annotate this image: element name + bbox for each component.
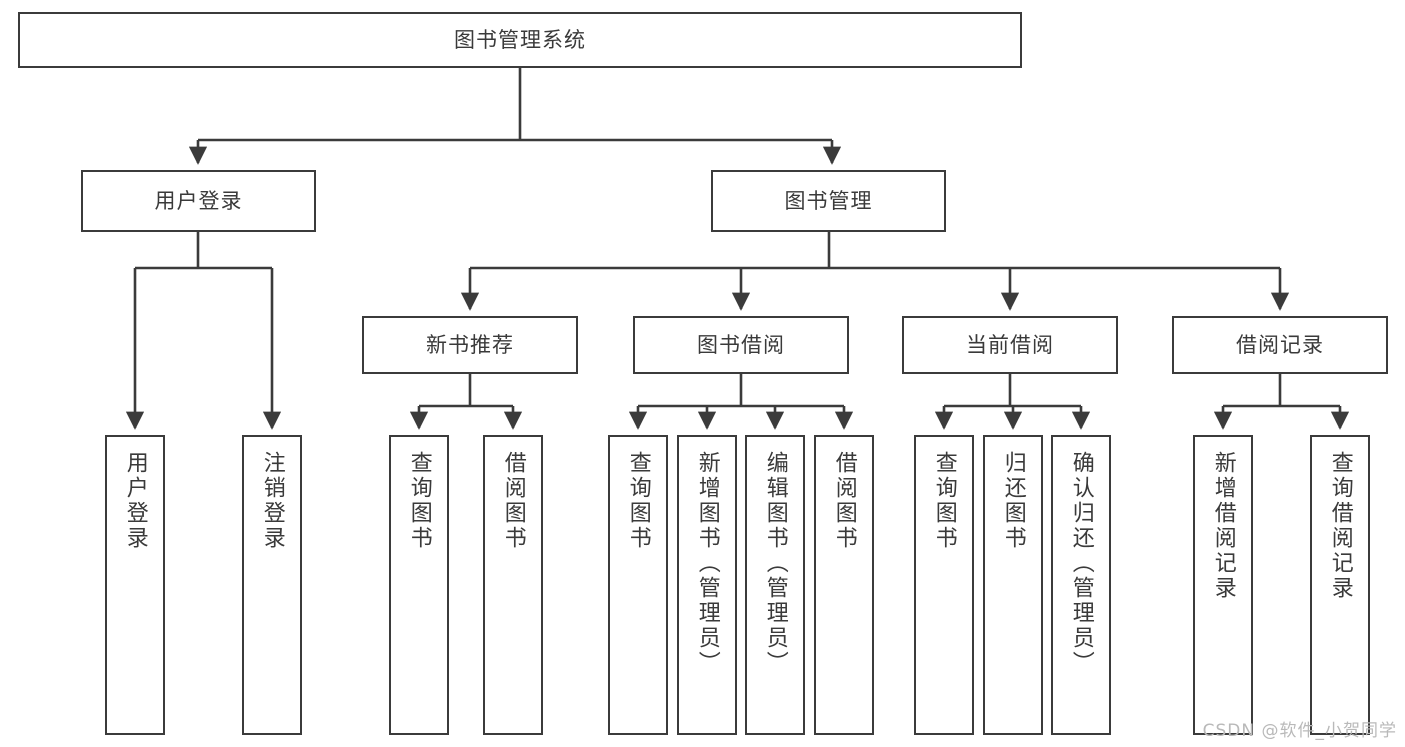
node-leaf-logout[interactable]: 注销登录: [242, 435, 302, 735]
node-leaf-logout-label: 注销登录: [259, 451, 285, 551]
node-leaf-return-book[interactable]: 归还图书: [983, 435, 1043, 735]
node-leaf-edit-book[interactable]: 编辑图书（管理员）: [745, 435, 805, 735]
node-leaf-add-record-label: 新增借阅记录: [1210, 451, 1236, 601]
node-current-borrow-label: 当前借阅: [966, 332, 1054, 357]
node-leaf-add-record[interactable]: 新增借阅记录: [1193, 435, 1253, 735]
node-leaf-borrow-book-1[interactable]: 借阅图书: [483, 435, 543, 735]
node-root[interactable]: 图书管理系统: [18, 12, 1022, 68]
node-book-borrow-label: 图书借阅: [697, 332, 785, 357]
node-leaf-borrow-book-1-label: 借阅图书: [500, 451, 526, 551]
node-leaf-query-record-label: 查询借阅记录: [1327, 451, 1353, 601]
node-root-label: 图书管理系统: [454, 27, 586, 52]
node-leaf-query-book-1[interactable]: 查询图书: [389, 435, 449, 735]
node-leaf-query-book-2[interactable]: 查询图书: [608, 435, 668, 735]
node-book-manage[interactable]: 图书管理: [711, 170, 946, 232]
node-leaf-query-book-3[interactable]: 查询图书: [914, 435, 974, 735]
node-leaf-add-book-label: 新增图书（管理员）: [694, 451, 720, 676]
node-user-login-label: 用户登录: [154, 188, 243, 213]
node-leaf-query-book-2-label: 查询图书: [625, 451, 651, 551]
node-leaf-confirm-return-label: 确认归还（管理员）: [1068, 451, 1094, 676]
node-leaf-borrow-book-2-label: 借阅图书: [831, 451, 857, 551]
node-leaf-edit-book-label: 编辑图书（管理员）: [762, 451, 788, 676]
node-leaf-user-login[interactable]: 用户登录: [105, 435, 165, 735]
node-leaf-user-login-label: 用户登录: [122, 451, 148, 551]
node-new-book-rec[interactable]: 新书推荐: [362, 316, 578, 374]
node-leaf-query-book-3-label: 查询图书: [931, 451, 957, 551]
node-current-borrow[interactable]: 当前借阅: [902, 316, 1118, 374]
node-borrow-record-label: 借阅记录: [1236, 332, 1324, 357]
node-new-book-rec-label: 新书推荐: [426, 332, 514, 357]
node-leaf-confirm-return[interactable]: 确认归还（管理员）: [1051, 435, 1111, 735]
node-leaf-query-book-1-label: 查询图书: [406, 451, 432, 551]
node-book-borrow[interactable]: 图书借阅: [633, 316, 849, 374]
node-leaf-query-record[interactable]: 查询借阅记录: [1310, 435, 1370, 735]
node-borrow-record[interactable]: 借阅记录: [1172, 316, 1388, 374]
node-leaf-borrow-book-2[interactable]: 借阅图书: [814, 435, 874, 735]
node-leaf-add-book[interactable]: 新增图书（管理员）: [677, 435, 737, 735]
node-user-login[interactable]: 用户登录: [81, 170, 316, 232]
node-leaf-return-book-label: 归还图书: [1000, 451, 1026, 551]
node-book-manage-label: 图书管理: [784, 188, 873, 213]
